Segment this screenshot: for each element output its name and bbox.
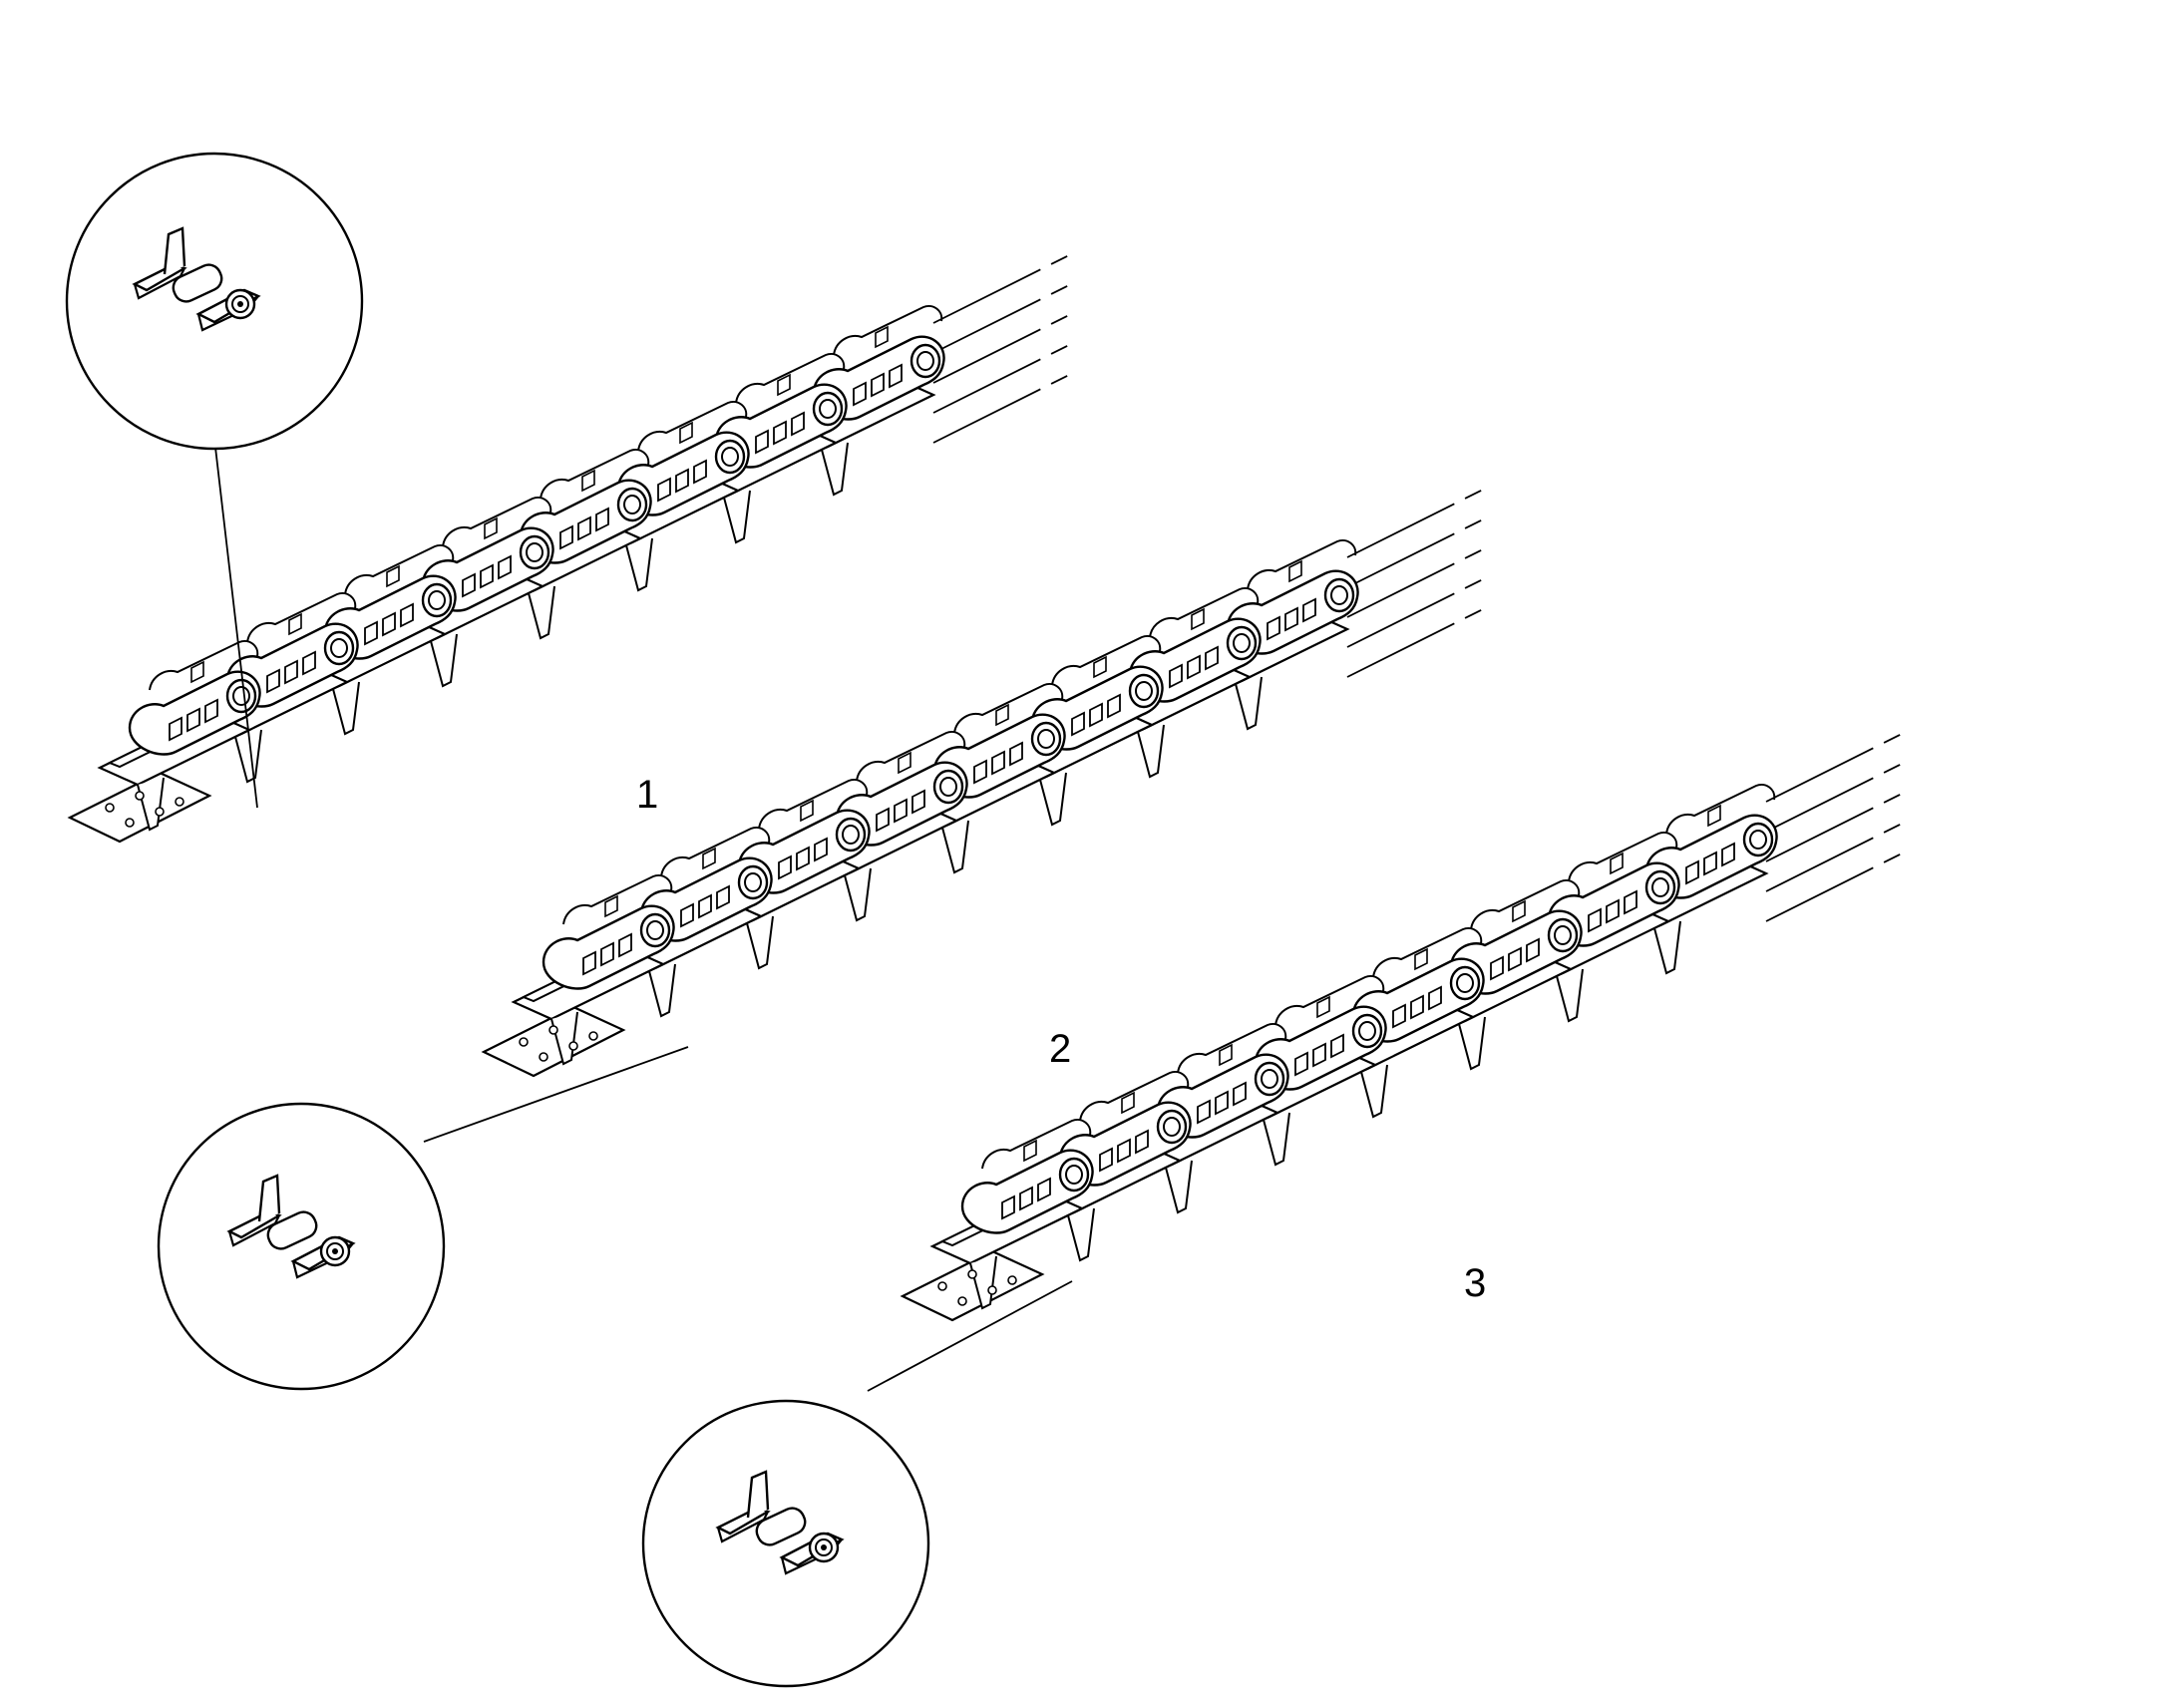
track-continuation-line <box>1346 546 1488 618</box>
bolt-hole <box>548 1025 558 1035</box>
callout-2: 2 <box>1049 1027 1071 1071</box>
track-chain-1 <box>67 252 1074 844</box>
track-continuation-line <box>1346 576 1488 648</box>
track-continuation-line <box>932 312 1074 384</box>
track-chain-3 <box>900 731 1907 1322</box>
track-continuation-line <box>1346 487 1488 558</box>
bolt-hole <box>125 818 135 828</box>
bolt-hole <box>568 1041 578 1051</box>
bolt-hole <box>1007 1275 1017 1285</box>
track-continuation-line <box>932 372 1074 444</box>
grouser-pad-detail-1 <box>65 152 364 451</box>
bolt-hole <box>155 807 165 817</box>
bolt-hole <box>967 1269 977 1279</box>
track-chain-2 <box>481 487 1488 1078</box>
callout-1: 1 <box>636 773 658 817</box>
bolt-hole <box>175 797 184 807</box>
track-continuation-line <box>1765 761 1907 833</box>
bolt-hole <box>135 791 145 801</box>
leader-line-1 <box>213 438 258 809</box>
bolt-hole <box>987 1285 997 1295</box>
track-continuation-line <box>932 342 1074 414</box>
bolt-hole <box>588 1031 598 1041</box>
track-continuation-line <box>1765 821 1907 892</box>
bolt-hole <box>105 803 115 813</box>
leader-line-2 <box>423 1046 689 1143</box>
bolt-hole <box>937 1281 947 1291</box>
track-end-plate <box>900 1249 1045 1322</box>
callout-3: 3 <box>1464 1261 1486 1305</box>
leader-line-3 <box>867 1280 1073 1392</box>
track-continuation-line <box>1765 791 1907 862</box>
track-end-plate <box>481 1005 626 1078</box>
grouser-pad-detail-2 <box>157 1102 446 1391</box>
bolt-hole <box>539 1052 548 1062</box>
track-continuation-line <box>932 282 1074 354</box>
track-end-plate <box>67 771 212 844</box>
grouser-pad-detail-3 <box>641 1399 930 1688</box>
bolt-hole <box>957 1296 967 1306</box>
track-continuation-line <box>1346 606 1488 678</box>
track-continuation-line <box>1346 516 1488 588</box>
track-continuation-line <box>932 252 1074 324</box>
bolt-hole <box>519 1037 529 1047</box>
track-continuation-line <box>1765 851 1907 922</box>
track-continuation-line <box>1765 731 1907 803</box>
